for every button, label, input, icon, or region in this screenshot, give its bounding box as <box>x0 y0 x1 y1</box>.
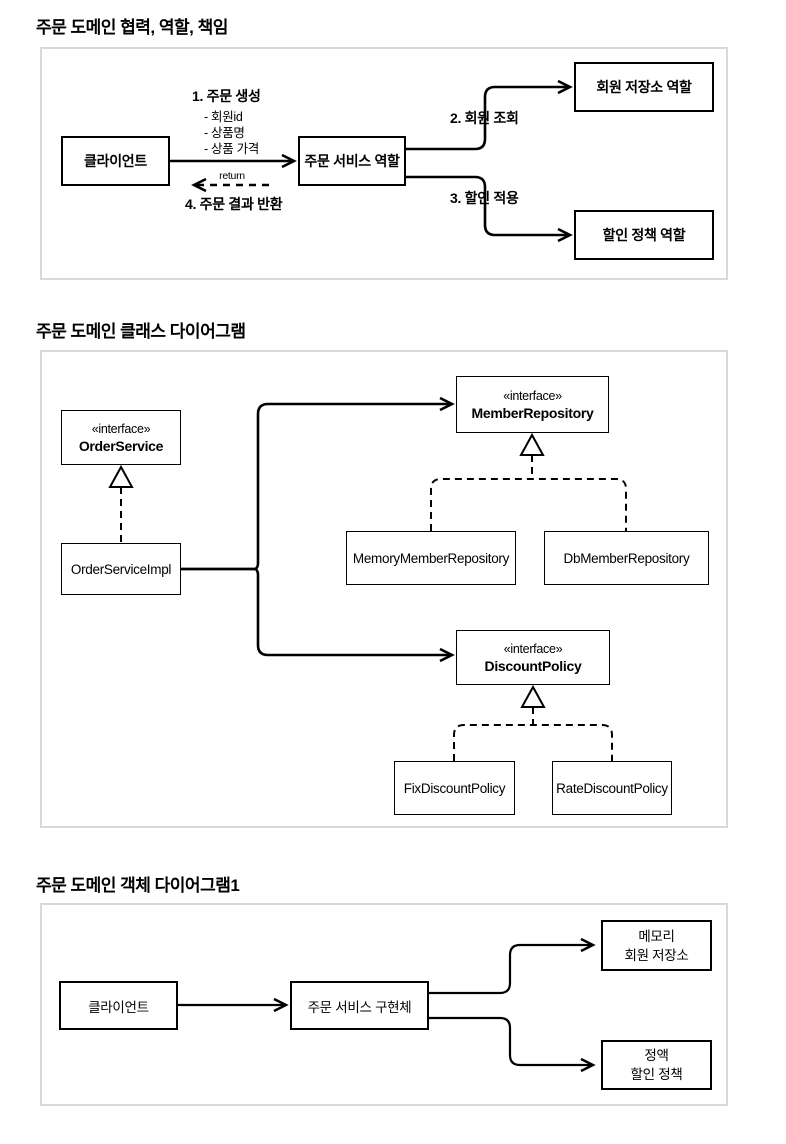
step1-item-member-id: - 회원id <box>204 110 243 124</box>
realization-memberrepo-branches <box>430 478 627 531</box>
collaboration-diagram-lines <box>170 79 573 243</box>
fixed-discount-policy-line2: 할인 정책 <box>630 1067 683 1082</box>
arrow-impl-to-discountpolicy <box>181 567 455 663</box>
step1-item-product-price: - 상품 가격 <box>204 142 260 156</box>
member-repository-role-box: 회원 저장소 역할 <box>574 62 714 112</box>
generalization-triangle-orderservice <box>108 464 134 488</box>
step1-item-product-name: - 상품명 <box>204 126 245 140</box>
step1-label: 1. 주문 생성 <box>192 88 261 104</box>
object-diagram-lines <box>178 937 596 1073</box>
orderserviceimpl-name: OrderServiceImpl <box>70 561 172 577</box>
client-object-box: 클라이언트 <box>59 981 178 1030</box>
memberrepository-name: MemberRepository <box>471 404 594 421</box>
discountpolicy-stereotype: «interface» <box>503 641 563 656</box>
orderservice-interface-box: «interface» OrderService <box>61 410 181 465</box>
order-service-role-label: 주문 서비스 역할 <box>304 153 400 169</box>
fixdiscountpolicy-name: FixDiscountPolicy <box>403 780 506 796</box>
ratediscountpolicy-name: RateDiscountPolicy <box>556 780 668 796</box>
fixed-discount-policy-line1: 정액 <box>644 1048 669 1063</box>
generalization-triangle-discountpolicy <box>520 684 546 708</box>
memorymemberrepository-name: MemoryMemberRepository <box>352 550 510 566</box>
memory-member-repo-line2: 회원 저장소 <box>624 947 689 963</box>
realization-discountpolicy-branches <box>453 724 613 761</box>
memory-member-repo-object-box: 메모리 회원 저장소 <box>601 920 712 971</box>
fixdiscountpolicy-box: FixDiscountPolicy <box>394 761 515 815</box>
arrow-orderservice-to-memberrepo <box>406 79 573 151</box>
discount-policy-role-box: 할인 정책 역할 <box>574 210 714 260</box>
fixed-discount-policy-object-box: 정액 할인 정책 <box>601 1040 712 1090</box>
collaboration-diagram-panel: 클라이언트 주문 서비스 역할 회원 저장소 역할 할인 정책 역할 1. 주문… <box>40 47 728 280</box>
section1-title: 주문 도메인 협력, 역할, 책임 <box>36 18 228 37</box>
object-diagram-panel: 클라이언트 주문 서비스 구현체 메모리 회원 저장소 정액 할인 정책 <box>40 903 728 1106</box>
order-service-role-box: 주문 서비스 역할 <box>298 136 406 186</box>
discount-policy-role-label: 할인 정책 역할 <box>602 227 686 243</box>
memory-member-repo-line1: 메모리 <box>638 928 675 944</box>
section2-title: 주문 도메인 클래스 다이어그램 <box>36 322 246 341</box>
arrow-orderservice-to-discountpolicy <box>406 175 573 243</box>
order-service-impl-object-box: 주문 서비스 구현체 <box>290 981 429 1030</box>
orderservice-name: OrderService <box>78 437 164 454</box>
client-role-label: 클라이언트 <box>84 153 147 169</box>
generalization-triangle-memberrepository <box>519 432 545 456</box>
member-repository-role-label: 회원 저장소 역할 <box>596 79 692 95</box>
memorymemberrepository-box: MemoryMemberRepository <box>346 531 516 585</box>
orderserviceimpl-box: OrderServiceImpl <box>61 543 181 595</box>
step2-label: 2. 회원 조회 <box>450 110 519 126</box>
step3-label: 3. 할인 적용 <box>450 190 519 206</box>
client-role-box: 클라이언트 <box>61 136 170 186</box>
memberrepository-stereotype: «interface» <box>503 388 562 403</box>
section3-title: 주문 도메인 객체 다이어그램1 <box>36 876 240 895</box>
ratediscountpolicy-box: RateDiscountPolicy <box>552 761 672 815</box>
return-label: return <box>219 170 245 182</box>
discountpolicy-interface-box: «interface» DiscountPolicy <box>456 630 610 685</box>
step4-label: 4. 주문 결과 반환 <box>185 196 283 212</box>
client-object-label: 클라이언트 <box>88 999 149 1015</box>
dbmemberrepository-name: DbMemberRepository <box>563 550 690 566</box>
dbmemberrepository-box: DbMemberRepository <box>544 531 709 585</box>
class-diagram-lines <box>108 396 627 761</box>
memberrepository-interface-box: «interface» MemberRepository <box>456 376 609 433</box>
discountpolicy-name: DiscountPolicy <box>484 657 582 674</box>
order-service-impl-object-label: 주문 서비스 구현체 <box>307 999 412 1015</box>
class-diagram-panel: «interface» OrderService OrderServiceImp… <box>40 350 728 828</box>
arrow-impl-to-memoryrepo <box>429 937 596 995</box>
orderservice-stereotype: «interface» <box>91 421 151 436</box>
arrow-impl-to-fixedpolicy <box>429 1016 596 1073</box>
